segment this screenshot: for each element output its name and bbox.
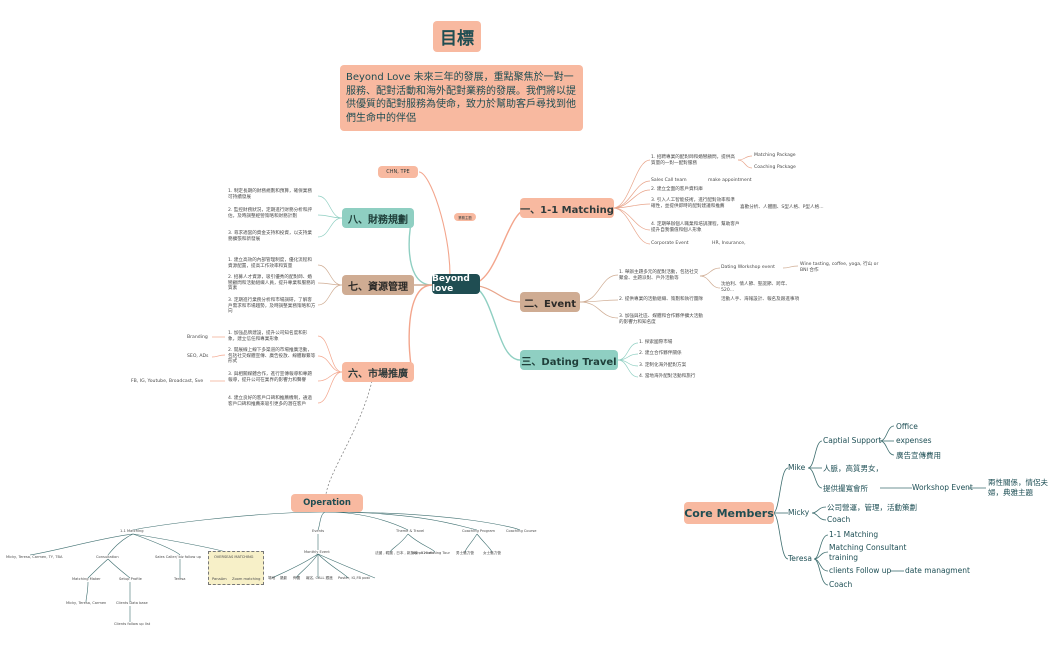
core-mike-capital-support[interactable]: Captial Support bbox=[823, 436, 882, 445]
core-members-node[interactable]: Core Members bbox=[684, 502, 774, 524]
goal-text-content: Beyond Love 未來三年的發展，重點聚焦於一對一服務、配對活動和海外配對… bbox=[346, 72, 576, 124]
b7-item-2: 2. 招募人才資源，吸引優秀的配對師、婚戀顧問和活動組織人員，提升專業和服務的質… bbox=[228, 275, 316, 292]
b1-item-3: 3. 引入人工智能技術，進行配對效率和準確性，並提供即時的配對建議和推薦 bbox=[651, 198, 735, 209]
b3-item-2: 2. 建立合作夥伴關係 bbox=[639, 351, 682, 356]
topic-tag: 業務主題 bbox=[454, 213, 476, 221]
branch-6-marketing[interactable]: 六、市場推廣 bbox=[342, 362, 414, 382]
op-mm-people: Micky, Teresa, Carmen, TY, TBA bbox=[6, 555, 63, 559]
core-teresa[interactable]: Teresa bbox=[788, 554, 812, 563]
op-cp-women: 女士魅力營 bbox=[483, 551, 501, 555]
b6-item-2a: SEO, ADs bbox=[187, 354, 209, 359]
op-setup-profile[interactable]: Setup Profile bbox=[119, 577, 142, 581]
branch-7-resources[interactable]: 七、資源管理 bbox=[342, 275, 414, 295]
op-overseas-group bbox=[208, 551, 264, 585]
b7-item-3: 3. 定期進行業務分析和市場調研，了解客戶需求和市場趨勢，及時調整業務策略和方向 bbox=[228, 298, 316, 315]
op-ev-venue: 場地 bbox=[268, 576, 276, 580]
branch-2-event[interactable]: 二、Event bbox=[520, 292, 580, 312]
core-mike-office[interactable]: Office bbox=[896, 422, 918, 431]
b2-item-3: 3. 加強與社區、媒體和合作夥伴擴大活動的影響力和知名度 bbox=[619, 314, 703, 325]
b2-item-1a: Dating Workshop event bbox=[721, 265, 775, 270]
b1-item-1: 1. 招聘專業的配對師和婚戀顧問，提供高質量的一對一配對服務 bbox=[651, 155, 735, 166]
b6-item-2: 2. 開展線上線下多渠道的市場推廣活動，包括社交媒體宣傳、廣告投放、線體聯繫等形… bbox=[228, 348, 316, 365]
b6-item-4: 4. 建立良好的客戶口碑和推薦機制，通過客戶口碑和推薦來吸引更多的潛在客戶 bbox=[228, 396, 312, 407]
core-teresa-date-management[interactable]: date managment bbox=[905, 566, 970, 575]
b1-corporate-event-a: HR, Insurance, bbox=[712, 241, 746, 246]
op-cp-men: 男士魅力營 bbox=[456, 551, 474, 555]
op-tt-destinations: 法國 , 韓國 , 日本 , 新加坡 , 520 etc. bbox=[375, 551, 436, 555]
b3-item-1: 1. 探索國際市場 bbox=[639, 340, 673, 345]
b1-sales-call: Sales Call team bbox=[651, 178, 687, 183]
op-panaam[interactable]: PanaAm bbox=[212, 577, 227, 581]
b2-item-1: 1. 舉辦主題多元的配對活動，包括社交聚會、主題派對、戶外活動等 bbox=[619, 270, 699, 281]
operation-node[interactable]: Operation bbox=[291, 494, 363, 512]
core-teresa-consultant-training[interactable]: Matching Consultant training bbox=[829, 543, 907, 562]
b2-item-1b: 沈伯利、情人節、聖誕節、跨年、520... bbox=[721, 282, 790, 293]
op-theme-travel[interactable]: Theme & Travel bbox=[396, 529, 425, 533]
core-teresa-follow-up[interactable]: clients Follow up bbox=[829, 566, 892, 575]
b2-item-2: 2. 提供專業的活動組織、策劃和執行團隊 bbox=[619, 297, 703, 302]
goal-text: Beyond Love 未來三年的發展，重點聚焦於一對一服務、配對活動和海外配對… bbox=[340, 65, 583, 131]
core-mike-expenses[interactable]: expenses bbox=[896, 436, 932, 445]
b8-item-1: 1. 制定長期的財務規劃和預算，確保業務可持續發展 bbox=[228, 189, 312, 200]
op-tt-taiwan-tour: Taiwan matching Tour bbox=[411, 551, 450, 555]
b6-item-3a: FB, IG, Youtube, Broadcast, Sve bbox=[131, 379, 204, 384]
center-node[interactable]: Beyond love bbox=[432, 274, 480, 294]
b1-item-1a: Matching Package bbox=[754, 153, 796, 158]
op-1-1-matching[interactable]: 1-1 Matching bbox=[120, 529, 144, 533]
op-matching-maker[interactable]: Matching Maker bbox=[72, 577, 101, 581]
core-mike[interactable]: Mike bbox=[788, 463, 806, 472]
b8-item-3: 3. 尋求適當的資金支持和投資，以支持業務擴張和新發展 bbox=[228, 231, 312, 242]
op-teresa: Teresa bbox=[174, 577, 186, 581]
core-teresa-matching[interactable]: 1-1 Matching bbox=[829, 530, 879, 539]
b2-item-1a1: Wine tasting, coffee, yoga, 行山 or BNI 合作 bbox=[800, 262, 879, 273]
core-mike-network[interactable]: 人脈，高質男女， bbox=[823, 464, 883, 473]
op-ev-decor: 佈置 bbox=[293, 576, 301, 580]
op-overseas-matching[interactable]: OVERSEAS MATCHING bbox=[214, 555, 254, 559]
b6-item-1a: Branding bbox=[187, 335, 208, 340]
core-mike-ad-costs[interactable]: 廣告宣傳費用 bbox=[896, 451, 941, 460]
op-monthly-event[interactable]: Monthly Event bbox=[304, 550, 330, 554]
core-micky-coach[interactable]: Coach bbox=[827, 515, 851, 524]
op-sales-follow-up[interactable]: Sales Caller/ biz follow up bbox=[155, 555, 202, 559]
core-micky-operations[interactable]: 公司營運，管理，活動策劃 bbox=[827, 503, 917, 512]
b1-item-1b: Coaching Package bbox=[754, 165, 796, 170]
b1-corporate-event: Corporate Event bbox=[651, 241, 689, 246]
b6-item-1: 1. 加強品牌建設，提升公司知名度和形象，建立信任和專業形象 bbox=[228, 331, 308, 342]
page-title: 目標 bbox=[433, 21, 481, 52]
op-ev-poster: Poster, IG,FB post bbox=[338, 576, 370, 580]
b1-item-3a: 喜歡分析、人體圖、S型人格、P型人格... bbox=[740, 205, 824, 210]
b1-sales-call-a: make appointment bbox=[708, 178, 752, 183]
op-events[interactable]: Events bbox=[312, 529, 325, 533]
b8-item-2: 2. 監控財務狀況，定期進行財務分析和評估，及時調整經營策略和財務計劃 bbox=[228, 208, 312, 219]
op-mmk-people: Micky, Teresa, Carmen bbox=[66, 601, 107, 605]
op-ev-signup: 報名, CALL 跟進 bbox=[306, 576, 333, 580]
location-tag[interactable]: CHN, TPE bbox=[378, 166, 418, 178]
b1-item-4: 4. 定期舉辦個人職業和培訓課程，幫助客戶提升自我價值和個人形象 bbox=[651, 222, 740, 233]
branch-8-finance[interactable]: 八、財務規劃 bbox=[342, 208, 414, 228]
b3-item-3: 3. 定制化海外配對方案 bbox=[639, 363, 687, 368]
op-coaching-course[interactable]: Coaching Course bbox=[506, 529, 537, 533]
core-mike-workshop-event[interactable]: Workshop Event bbox=[912, 483, 973, 492]
op-clients-database[interactable]: Clients Data base bbox=[116, 601, 148, 605]
core-micky[interactable]: Micky bbox=[788, 508, 810, 517]
op-ev-photo: 攝影 bbox=[280, 576, 288, 580]
branch-1-matching[interactable]: 一、1-1 Matching bbox=[520, 198, 614, 218]
core-mike-workshop-theme[interactable]: 兩性關係，情侶夫婦，典雅主題 bbox=[988, 478, 1048, 497]
b7-item-1: 1. 建立高效的內部管理制度，優化流程和資源配置，提高工作效率和質量 bbox=[228, 258, 312, 269]
op-coaching-program[interactable]: Coaching Program bbox=[462, 529, 496, 533]
op-clients-follow-up[interactable]: Clients follow up list bbox=[114, 622, 151, 626]
b2-item-2a: 活動人手、海報設計、報名及跟進事項 bbox=[721, 297, 800, 302]
b1-item-2: 2. 建立全面的客戶資料庫 bbox=[651, 187, 703, 192]
op-zoom-matching[interactable]: Zoom matching bbox=[232, 577, 261, 581]
op-consultation[interactable]: Consultation bbox=[96, 555, 119, 559]
b3-item-4: 4. 當地海外配對活動和旅行 bbox=[639, 374, 696, 379]
b6-item-3: 3. 與相關媒體合作，進行宣傳報導和專題報導，提升公司在業界的影響力和聲譽 bbox=[228, 372, 312, 383]
branch-3-dating-travel[interactable]: 三、Dating Travel bbox=[520, 350, 618, 370]
core-teresa-coach[interactable]: Coach bbox=[829, 580, 853, 589]
core-mike-venue[interactable]: 提供撮寬會所 bbox=[823, 484, 868, 493]
